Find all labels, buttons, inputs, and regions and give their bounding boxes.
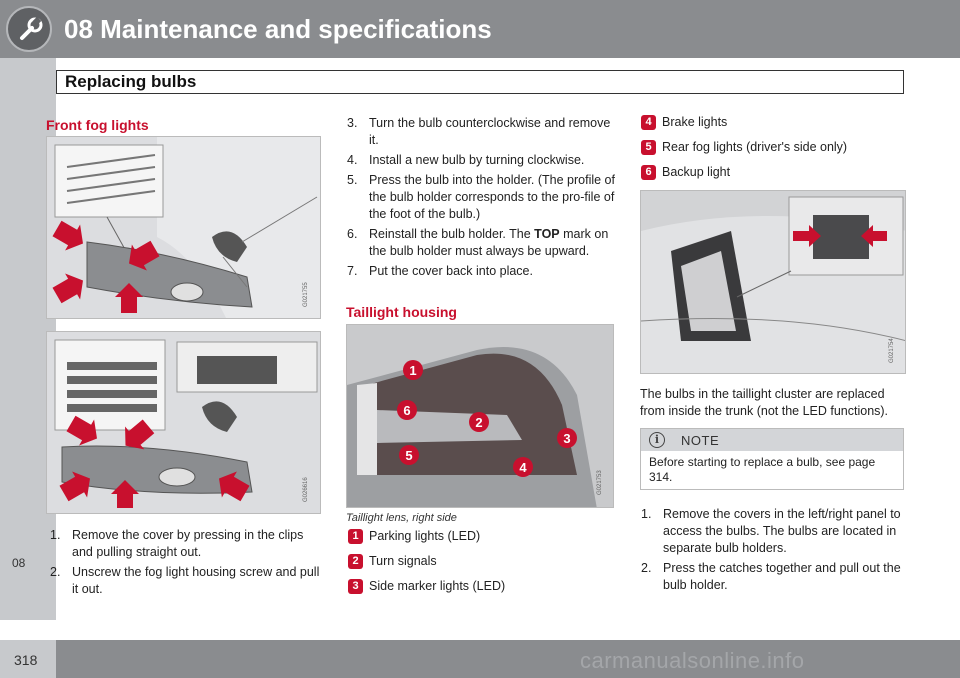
callout-2: 2 [475, 415, 482, 430]
watermark: carmanualsonline.info [580, 648, 805, 673]
callout-4: 4 [519, 460, 527, 475]
fog-illustration-2 [47, 332, 320, 513]
note-box: i NOTE Before starting to replace a bulb… [640, 428, 904, 490]
page-header: 08 Maintenance and specifications [0, 0, 960, 58]
note-header: i NOTE [641, 429, 903, 451]
trunk-figure-code: G021754 [889, 338, 895, 363]
page-number: 318 [14, 652, 38, 668]
fog-heading: Front fog lights [46, 117, 149, 133]
taillight-illustration: 1 6 2 3 5 4 [347, 325, 613, 507]
fog-figure-1: G021755 [46, 136, 321, 319]
fog-step-2: 2. Unscrew the fog light housing screw a… [50, 565, 320, 596]
taillight-callouts: 1 6 2 3 5 4 [397, 360, 577, 477]
note-text: Before starting to replace a bulb, see p… [649, 455, 876, 484]
bulb-step-7: 7. Put the cover back into place. [347, 264, 533, 278]
callout-5: 5 [405, 448, 412, 463]
taillight-heading: Taillight housing [346, 304, 457, 320]
fog-figure-2-code: G026616 [303, 477, 309, 502]
page-footer: 318 carmanualsonline.info [0, 640, 960, 678]
wrench-icon [6, 6, 52, 52]
trunk-illustration [641, 191, 905, 373]
bulb-steps: 3. Turn the bulb counterclockwise and re… [347, 115, 615, 283]
chapter-title: 08 Maintenance and specifications [64, 14, 492, 44]
fog-step-1: 1. Remove the cover by pressing in the c… [50, 528, 304, 559]
trunk-step-1: 1. Remove the covers in the left/right p… [641, 507, 901, 555]
fog-steps: 1. Remove the cover by pressing in the c… [50, 527, 325, 601]
taillight-figure: 1 6 2 3 5 4 G021753 [346, 324, 614, 508]
section-title: Replacing bulbs [65, 72, 197, 91]
trunk-step-2: 2. Press the catches together and pull o… [641, 561, 901, 592]
trunk-figure: G021754 [640, 190, 906, 374]
bulb-step-5: 5. Press the bulb into the holder. (The … [347, 173, 615, 221]
callout-1: 1 [409, 363, 416, 378]
trunk-steps: 1. Remove the covers in the left/right p… [641, 506, 907, 597]
chapter-tab: 08 [12, 556, 26, 570]
taillight-caption: Taillight lens, right side [346, 512, 457, 524]
bulb-step-6: 6. Reinstall the bulb holder. The TOP ma… [347, 227, 609, 258]
info-icon: i [649, 432, 665, 448]
fog-figure-1-code: G021755 [303, 282, 309, 307]
fog-illustration-1 [47, 137, 320, 318]
taillight-figure-code: G021753 [597, 470, 603, 495]
bulb-step-3: 3. Turn the bulb counterclockwise and re… [347, 116, 611, 147]
section-bar: Replacing bulbs [56, 70, 904, 94]
bulb-step-4: 4. Install a new bulb by turning clockwi… [347, 153, 585, 167]
callout-3: 3 [563, 431, 570, 446]
callout-6: 6 [403, 403, 410, 418]
taillight-paragraph: The bulbs in the taillight cluster are r… [640, 387, 889, 418]
note-label: NOTE [681, 433, 720, 448]
fog-figure-2: G026616 [46, 331, 321, 514]
